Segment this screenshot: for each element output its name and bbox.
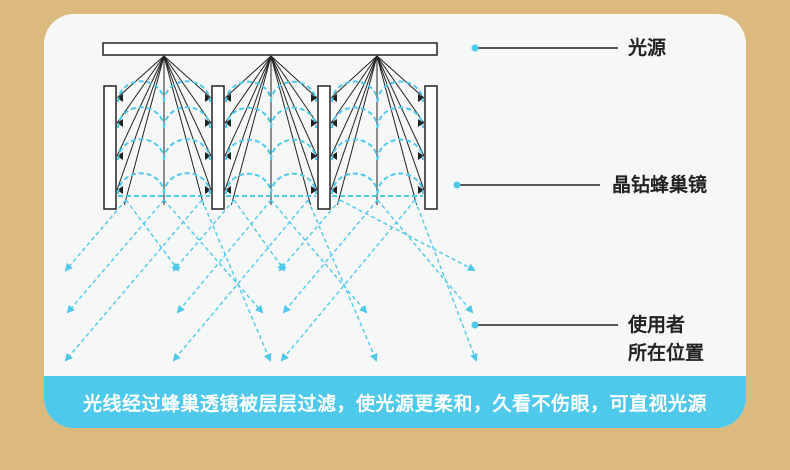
light-source-label: 光源	[628, 37, 667, 59]
banner-text: 光线经过蜂巢透镜被层层过滤，使光源更柔和，久看不伤眼，可直视光源	[82, 392, 707, 415]
user-label-line1: 使用者	[628, 314, 686, 336]
callout-dot	[453, 181, 461, 189]
source-rays	[116, 55, 425, 206]
light-source-bar	[102, 42, 438, 56]
lens-bar	[211, 85, 225, 210]
callout-dot	[471, 321, 479, 329]
lens-bars	[103, 85, 438, 210]
refraction-arcs	[117, 80, 424, 197]
output-rays	[64, 199, 478, 362]
lens-bar	[103, 85, 117, 210]
callouts	[453, 44, 618, 329]
user-label-line2: 所在位置	[628, 342, 705, 364]
lens-label: 晶钻蜂巢镜	[612, 174, 708, 196]
lens-bar	[424, 85, 438, 210]
bottom-banner: 光线经过蜂巢透镜被层层过滤，使光源更柔和，久看不伤眼，可直视光源	[44, 376, 746, 428]
lens-bar	[317, 85, 331, 210]
callout-dot	[471, 44, 479, 52]
